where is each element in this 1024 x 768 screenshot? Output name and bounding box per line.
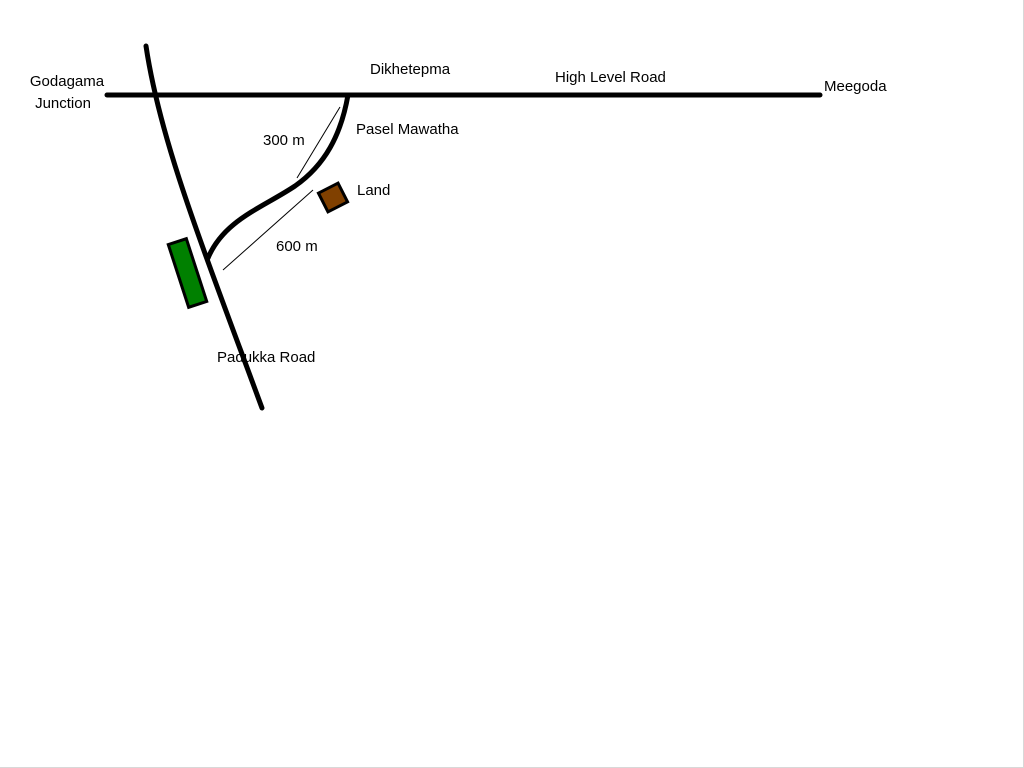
padukka-road-line <box>143 43 265 411</box>
godagama-junction-label-line2: Junction <box>35 95 91 112</box>
land-label: Land <box>357 182 390 199</box>
brown-land-marker-rect <box>316 181 350 214</box>
leader-line-300m <box>296 106 341 179</box>
dikhetepma-label: Dikhetepma <box>370 61 451 78</box>
pasel-mawatha-line <box>205 92 351 261</box>
green-parcel-rect <box>166 236 209 310</box>
godagama-junction-label-line1: Godagama <box>30 73 105 90</box>
leader-line-600m <box>222 189 314 271</box>
distance-300m-label: 300 m <box>263 132 305 149</box>
high-level-road-label: High Level Road <box>555 69 666 86</box>
padukka-road-label: Padukka Road <box>217 349 315 366</box>
pasel-mawatha-label: Pasel Mawatha <box>356 121 459 138</box>
meegoda-label: Meegoda <box>824 78 887 95</box>
distance-600m-label: 600 m <box>276 238 318 255</box>
